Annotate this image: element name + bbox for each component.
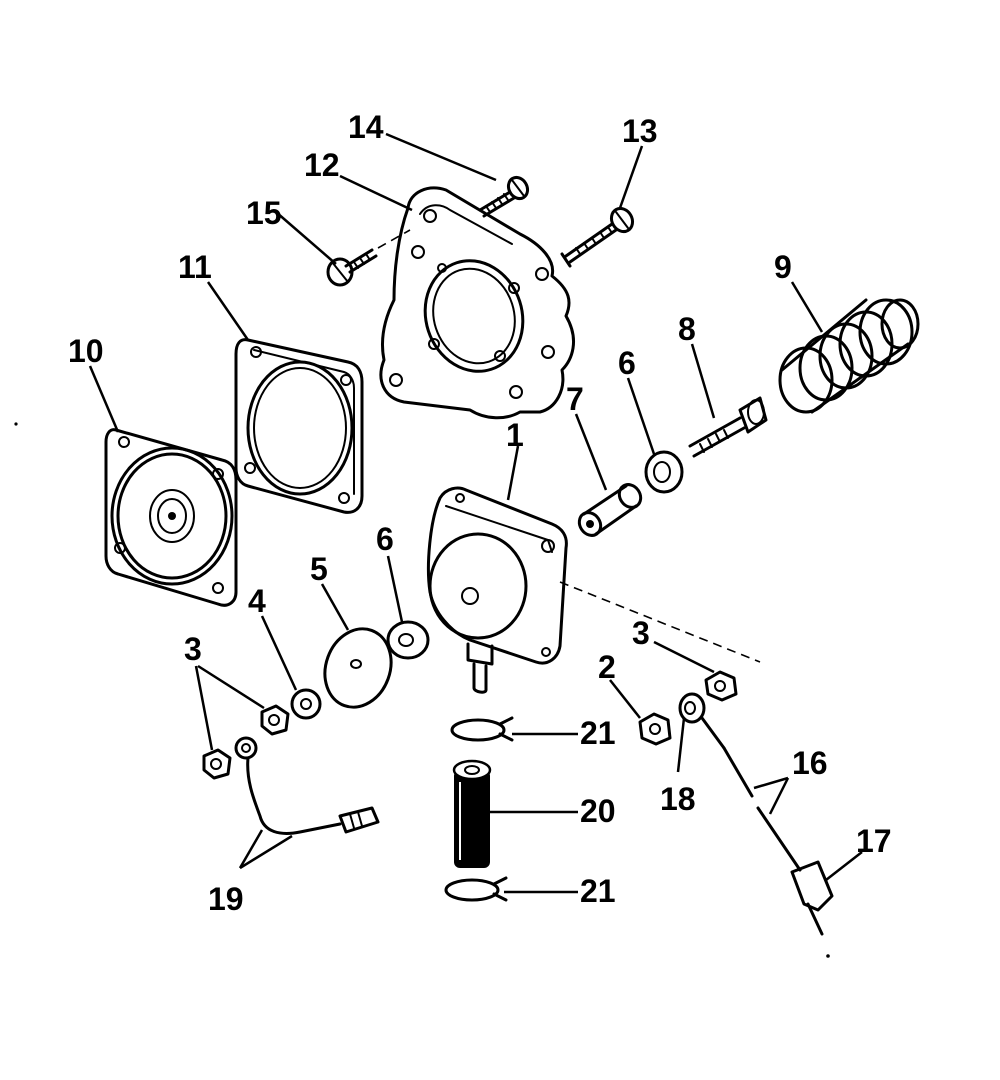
callout-labels: 1 2 3 3 4 5 6 6 7 8 9 10 11 12 13 14 15 …	[68, 109, 892, 917]
callout-21-upper: 21	[580, 715, 616, 751]
callout-3-right: 3	[632, 615, 650, 651]
callout-10: 10	[68, 333, 104, 369]
callout-11: 11	[178, 249, 212, 285]
scan-speck	[14, 422, 18, 426]
part-8-bolt	[688, 396, 768, 458]
callout-12: 12	[304, 147, 340, 183]
part-21-clamp-lower	[444, 876, 508, 902]
callout-7: 7	[566, 381, 584, 417]
callout-4: 4	[248, 583, 266, 619]
part-18-terminal	[678, 692, 726, 750]
callout-15: 15	[246, 195, 282, 231]
callout-6-upper: 6	[618, 345, 636, 381]
assembly-dashline	[559, 581, 761, 663]
part-3-nut-left-upper	[260, 704, 290, 736]
part-10-diaphragm	[104, 428, 238, 607]
callout-1: 1	[506, 417, 524, 453]
part-19-wire-lead	[234, 736, 380, 835]
part-3-nut-left-lower	[202, 748, 232, 780]
callout-16: 16	[792, 745, 828, 781]
part-17-sensor	[790, 860, 834, 936]
part-7-sleeve	[577, 483, 643, 537]
part-3-nut-right	[704, 670, 738, 702]
part-6-washer-lower	[386, 620, 430, 660]
callout-21-lower: 21	[580, 873, 616, 909]
part-20-hose	[452, 759, 492, 868]
callout-18: 18	[660, 781, 696, 817]
callout-8: 8	[678, 311, 696, 347]
callout-5: 5	[310, 551, 328, 587]
callout-14: 14	[348, 109, 384, 145]
assembly-dashline	[377, 229, 411, 249]
callout-2: 2	[598, 649, 616, 685]
part-2-nut	[638, 712, 672, 746]
callout-6-lower: 6	[376, 521, 394, 557]
callout-13: 13	[622, 113, 658, 149]
part-1-pump-body	[427, 486, 568, 694]
scan-speck	[826, 954, 830, 958]
callout-9: 9	[774, 249, 792, 285]
callout-20: 20	[580, 793, 616, 829]
part-13-screw	[560, 206, 635, 268]
leader-lines	[88, 132, 863, 894]
callout-3-left: 3	[184, 631, 202, 667]
part-12-cover-plate	[379, 186, 576, 420]
part-5-plate	[323, 627, 393, 709]
part-9-spring	[778, 298, 920, 414]
part-16-probe-wire	[722, 746, 802, 872]
callout-17: 17	[856, 823, 892, 859]
part-4-washer	[290, 688, 322, 720]
part-15-screw	[326, 248, 378, 287]
part-14-screw	[478, 175, 530, 218]
callout-19: 19	[208, 881, 244, 917]
part-11-gasket	[234, 338, 364, 514]
part-6-washer-upper	[644, 450, 684, 494]
part-21-clamp-upper	[450, 716, 514, 742]
